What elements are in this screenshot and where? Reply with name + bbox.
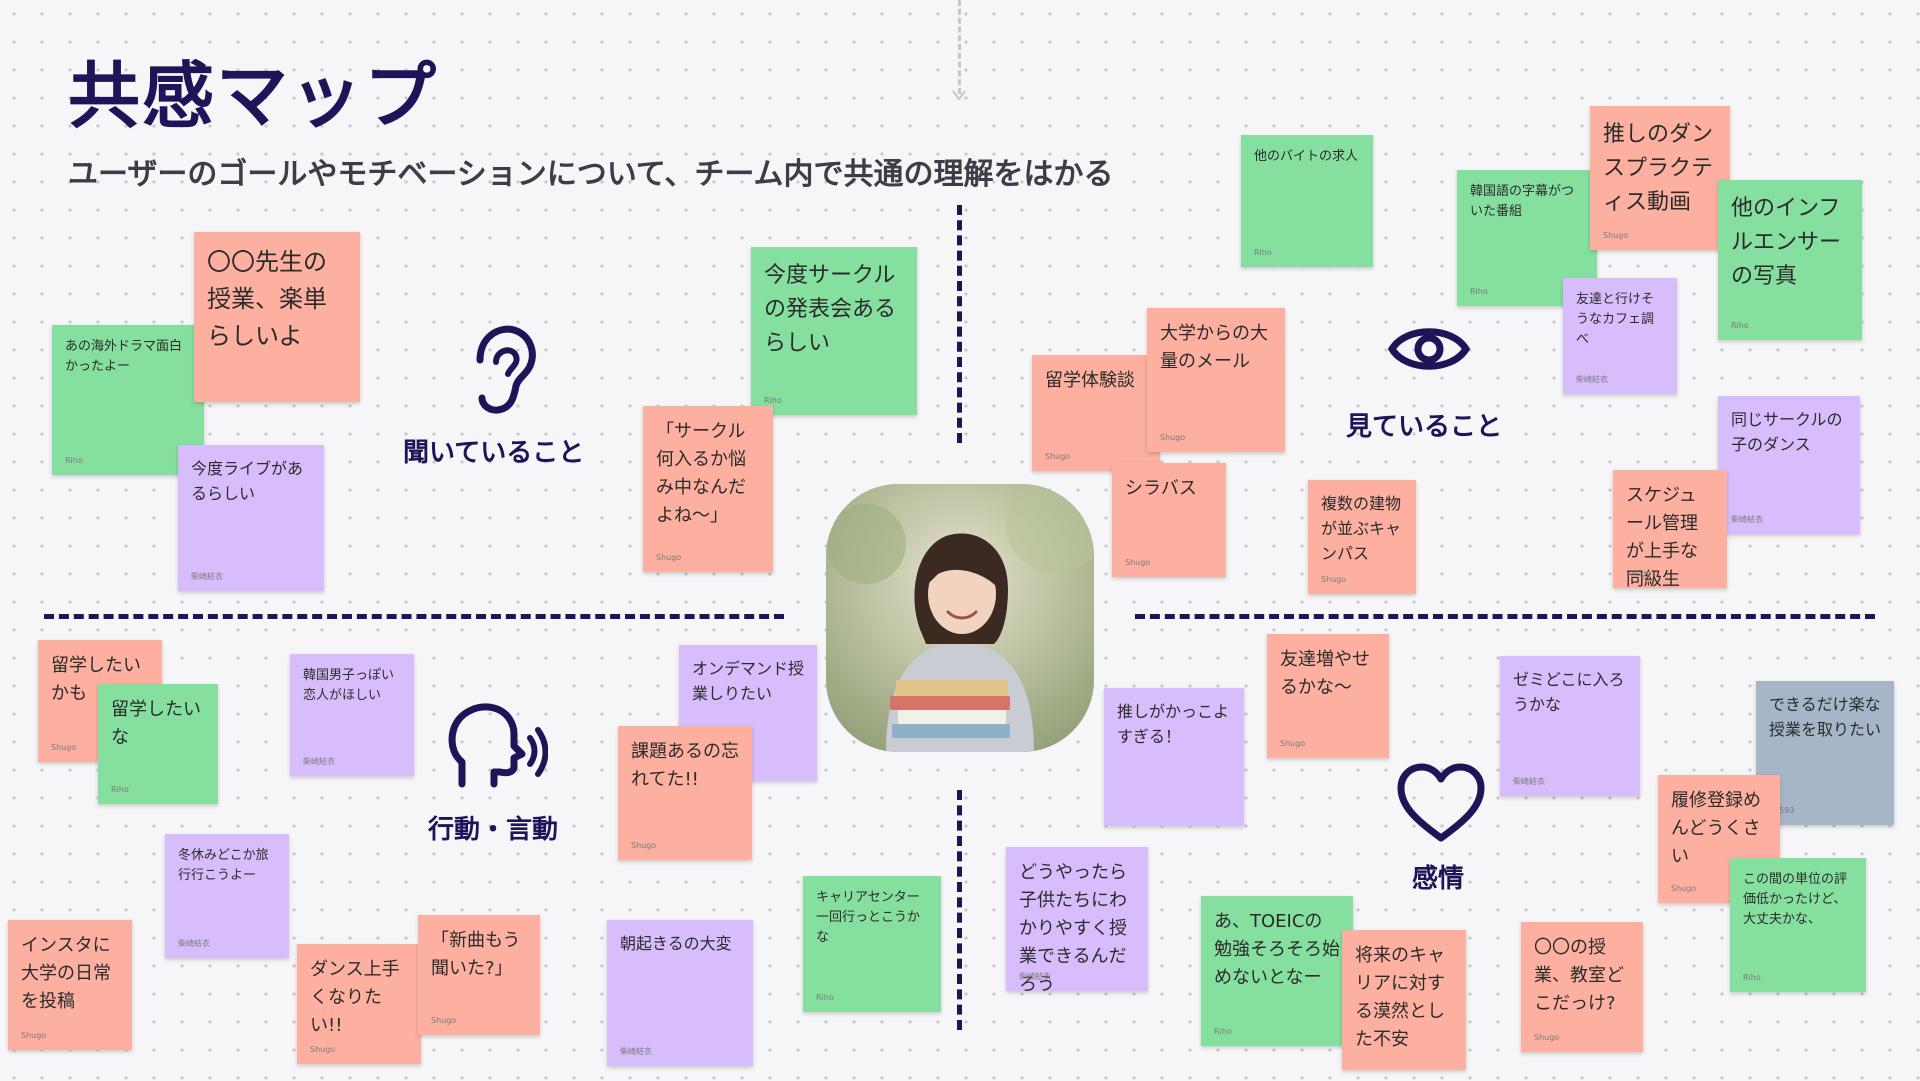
label-hearing: 聞いていること (403, 438, 585, 468)
page-title: 共感マップ (68, 54, 439, 138)
sticky-note[interactable]: ゼミどこに入ろうかな柴崎結衣 (1500, 656, 1640, 796)
top-guide-line (958, 0, 961, 94)
page-subtitle: ユーザーのゴールやモチベーションについて、チーム内で共通の理解をはかる (68, 157, 1114, 192)
speaking-head-icon (448, 703, 548, 788)
sticky-note[interactable]: 友達と行けそうなカフェ調べ柴崎結衣 (1563, 278, 1677, 394)
label-doing: 行動・言動 (428, 815, 559, 845)
heart-icon (1397, 763, 1485, 842)
sticky-note[interactable]: 朝起きるの大変柴崎結衣 (607, 920, 753, 1066)
ear-icon (476, 325, 536, 414)
label-seeing: 見ていること (1346, 412, 1503, 442)
label-feeling: 感情 (1412, 864, 1465, 894)
divider-horizontal-right (1135, 614, 1875, 619)
sticky-note[interactable]: 「新曲もう聞いた?」Shugo (418, 915, 540, 1035)
persona-photo (826, 484, 1094, 752)
sticky-note[interactable]: 〇〇の授業、教室どこだっけ?Shugo (1521, 922, 1643, 1052)
divider-vertical-bottom (957, 790, 962, 1030)
sticky-note[interactable]: 〇〇先生の授業、楽単らしいよ (194, 232, 360, 402)
divider-vertical-top (957, 205, 962, 443)
sticky-note[interactable]: ダンス上手くなりたい!!Shugo (297, 944, 421, 1064)
sticky-note[interactable]: 冬休みどこか旅行行こうよー柴崎結衣 (165, 834, 289, 958)
eye-icon (1388, 328, 1470, 370)
sticky-note[interactable]: どうやったら子供たちにわかりやすく授業できるんだろう柴崎結衣 (1006, 847, 1148, 991)
sticky-note[interactable]: この間の単位の評価低かったけど、大丈夫かな、Riho (1730, 858, 1866, 992)
sticky-note[interactable]: 将来のキャリアに対する漠然とした不安 (1342, 930, 1466, 1070)
sticky-note[interactable]: 課題あるの忘れてた!!Shugo (618, 726, 752, 860)
sticky-note[interactable]: 友達増やせるかな〜Shugo (1267, 634, 1389, 758)
sticky-note[interactable]: 「サークル何入るか悩み中なんだよね〜」Shugo (643, 406, 773, 572)
sticky-note[interactable]: 韓国男子っぽい恋人がほしい柴崎結衣 (290, 654, 414, 776)
guide-arrow-icon (952, 90, 966, 101)
divider-horizontal-left (44, 614, 784, 619)
sticky-note[interactable]: 今度ライブがあるらしい柴崎結衣 (178, 445, 324, 591)
sticky-note[interactable]: 同じサークルの子のダンス柴崎結衣 (1718, 396, 1860, 534)
sticky-note[interactable]: 推しがかっこよすぎる！ (1104, 688, 1244, 826)
